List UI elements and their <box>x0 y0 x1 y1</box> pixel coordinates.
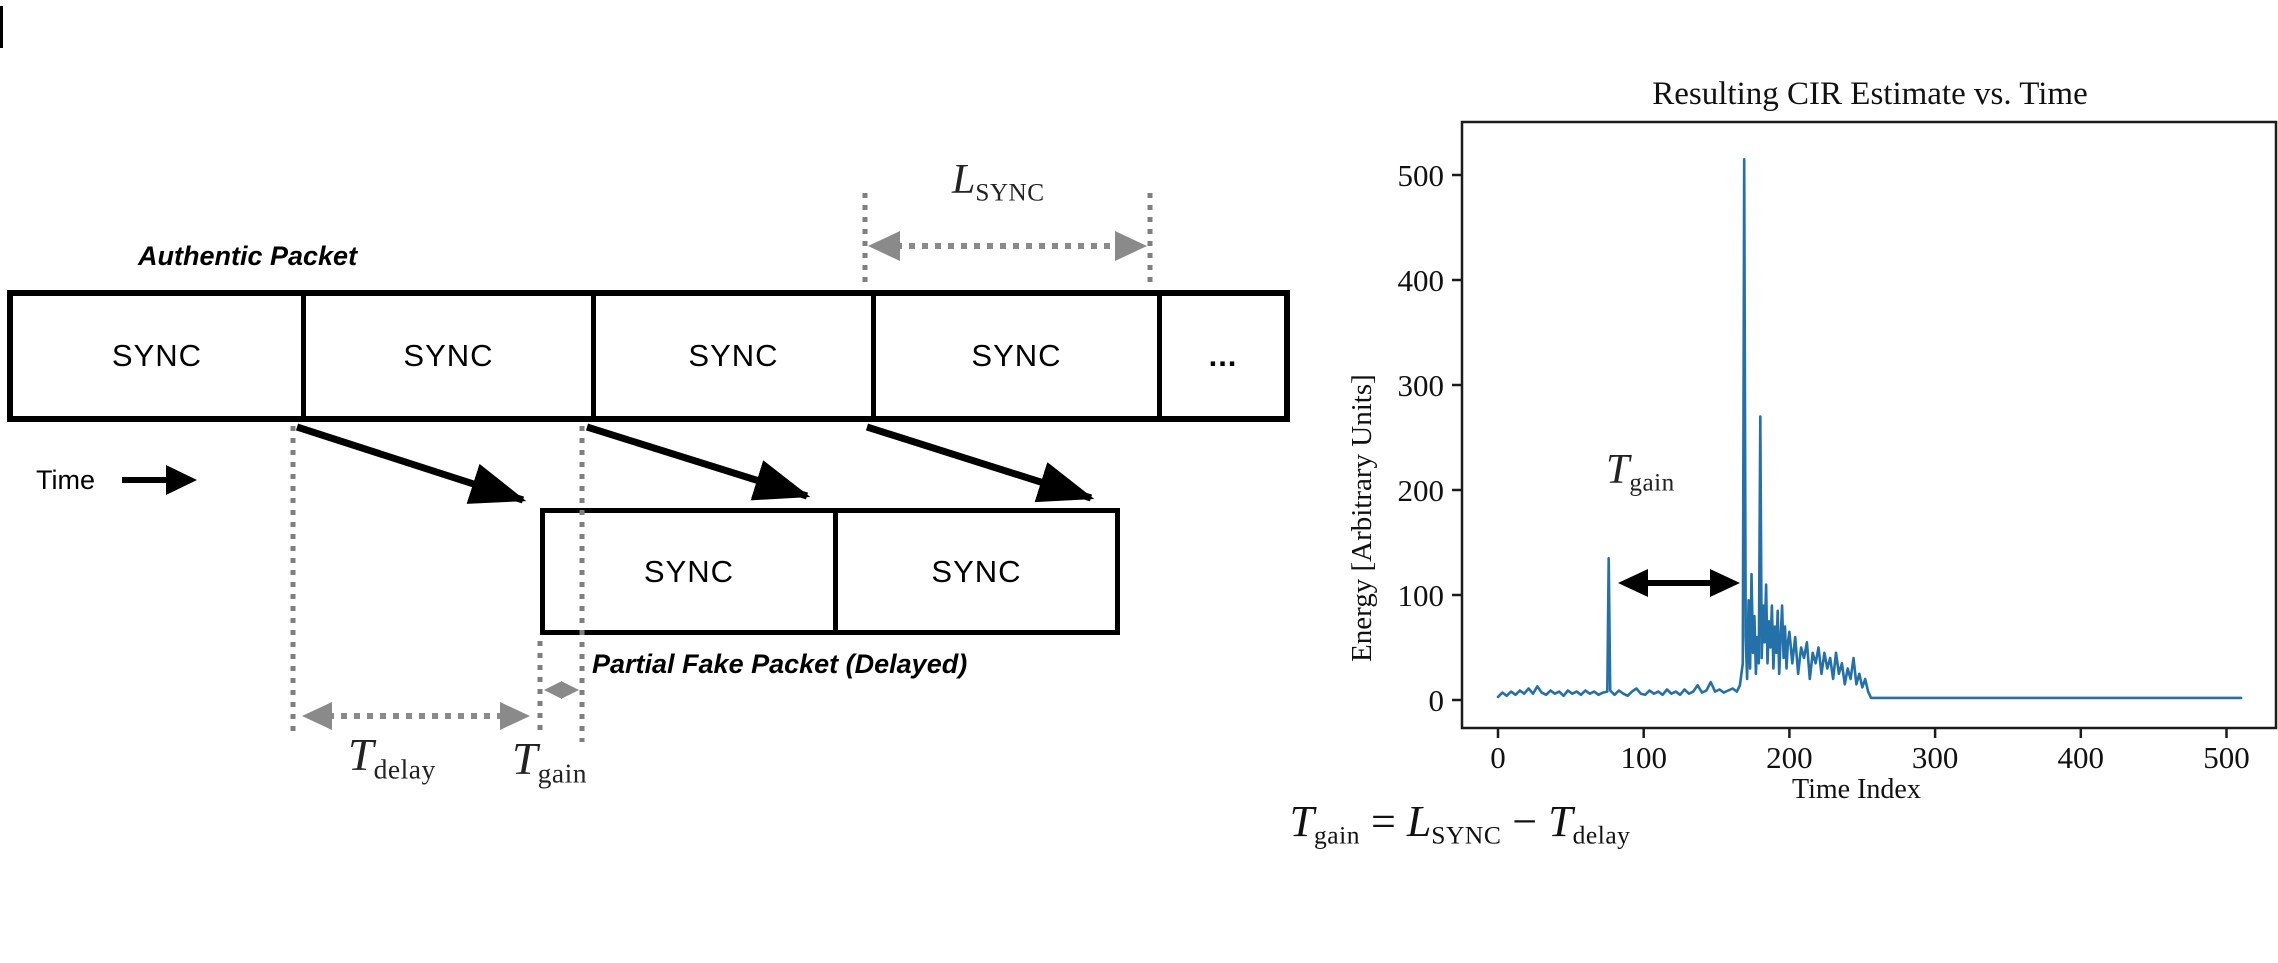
gain-equation: Tgain = LSYNC − Tdelay <box>1170 796 1750 851</box>
chart-title: Resulting CIR Estimate vs. Time <box>1652 76 2088 112</box>
eq-equals-sign: = <box>1370 797 1396 846</box>
l-sync-measure-arrow <box>868 231 1147 261</box>
y-tick-label: 500 <box>1398 158 1445 193</box>
fake-sync-block: SYNC <box>643 553 735 589</box>
edge-artifact-mark <box>0 6 3 48</box>
x-tick-label: 500 <box>2203 740 2250 775</box>
authentic-ellipsis-block: ... <box>1157 296 1284 416</box>
fake-packet-label: Partial Fake Packet (Delayed) <box>592 649 968 679</box>
x-tick-label: 300 <box>1912 740 1959 775</box>
authentic-packet-label: Authentic Packet <box>138 241 358 271</box>
x-tick-label: 200 <box>1766 740 1813 775</box>
diagonal-arrow <box>865 423 1095 503</box>
y-tick-label: 0 <box>1429 683 1445 718</box>
eq-lhs-subscript: gain <box>1314 820 1360 850</box>
diagonal-arrow <box>295 423 527 504</box>
y-tick-label: 100 <box>1398 578 1445 613</box>
t-gain-measure-arrow <box>544 681 579 699</box>
y-tick-label: 200 <box>1398 473 1445 508</box>
y-tick-label: 400 <box>1398 263 1445 298</box>
eq-lhs-base: T <box>1289 797 1315 846</box>
time-axis-label: Time <box>36 465 95 495</box>
t-gain-chart-base: T <box>1606 447 1630 493</box>
eq-lsync-subscript: SYNC <box>1431 820 1502 850</box>
time-arrow <box>122 465 197 495</box>
authentic-sync-block: SYNC <box>111 338 203 373</box>
authentic-sync-block: SYNC <box>301 296 591 416</box>
diagonal-arrow <box>585 423 811 501</box>
x-tick-label: 100 <box>1620 740 1667 775</box>
l-sync-base: L <box>952 157 976 203</box>
fake-packet-row: SYNC SYNC <box>540 508 1120 635</box>
eq-tdelay-base: T <box>1548 797 1573 846</box>
replay-arrows <box>295 423 1095 504</box>
y-axis-label: Energy [Arbitrary Units] <box>1346 374 1378 662</box>
t-gain-chart-subscript: gain <box>1629 469 1675 497</box>
x-tick-label: 400 <box>2058 740 2105 775</box>
y-tick-label: 300 <box>1398 368 1445 403</box>
eq-lsync-base: L <box>1406 797 1432 846</box>
authentic-packet-row: SYNC SYNC SYNC SYNC ... <box>7 290 1290 422</box>
t-delay-label: Tdelay <box>348 728 436 785</box>
t-gain-label-chart: Tgain <box>1606 446 1675 498</box>
t-gain-label-diagram: Tgain <box>512 732 587 789</box>
cir-plot <box>1496 158 2243 700</box>
cir-line <box>1496 158 2243 700</box>
t-delay-measure-arrow <box>302 702 530 730</box>
plot-frame <box>1460 120 2278 730</box>
t-gain-chart-arrow <box>1618 569 1740 597</box>
t-delay-base: T <box>348 729 374 780</box>
x-tick-label: 0 <box>1490 740 1506 775</box>
x-axis-label: Time Index <box>1792 774 1921 805</box>
fake-sync-block: SYNC <box>833 513 1115 630</box>
eq-minus-sign: − <box>1512 797 1538 846</box>
t-delay-subscript: delay <box>373 753 436 785</box>
t-gain-base: T <box>512 733 538 784</box>
axis-ticks: 0 100 200 300 400 500 0 100 200 300 400 500 <box>1398 158 2250 775</box>
authentic-sync-block: SYNC <box>871 296 1157 416</box>
l-sync-subscript: SYNC <box>975 179 1045 207</box>
l-sync-label: LSYNC <box>952 156 1045 208</box>
authentic-sync-block: SYNC <box>591 296 871 416</box>
eq-tdelay-subscript: delay <box>1572 820 1631 850</box>
t-gain-subscript: gain <box>537 757 588 789</box>
